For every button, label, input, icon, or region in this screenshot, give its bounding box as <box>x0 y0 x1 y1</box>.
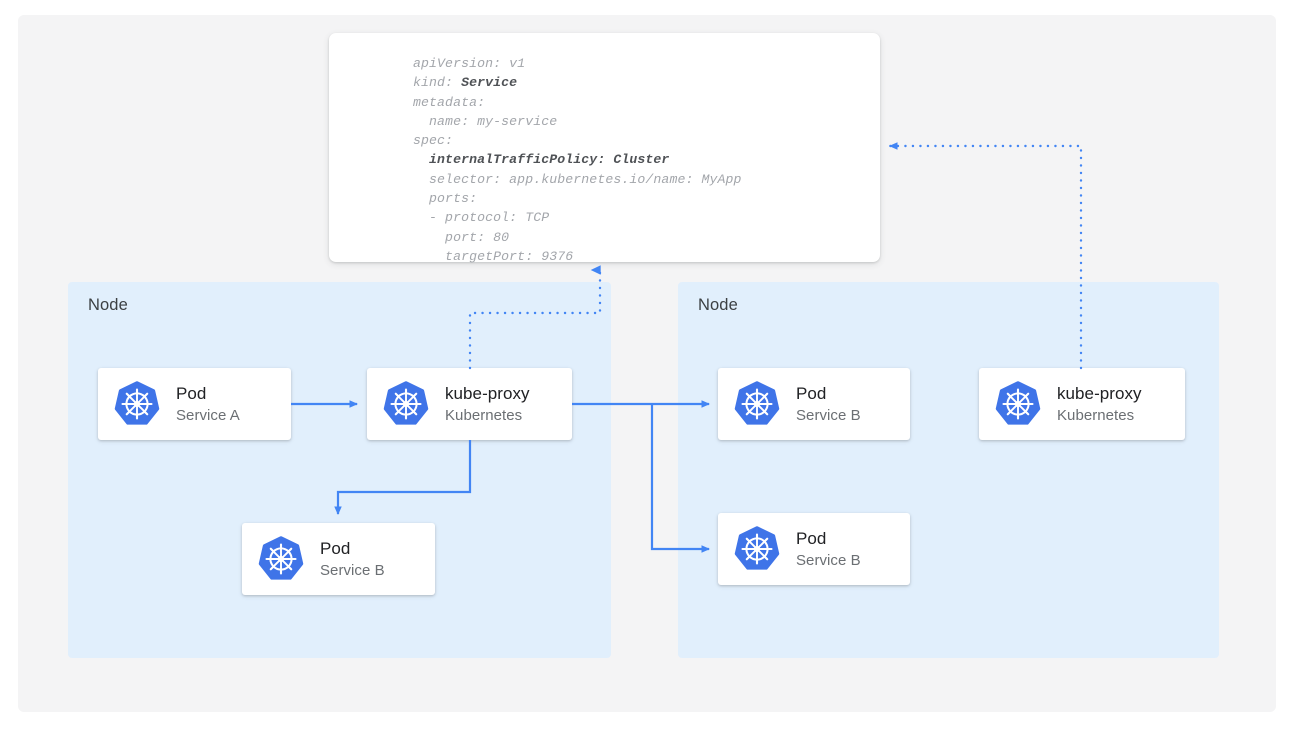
kubernetes-icon <box>995 381 1041 427</box>
card-subtitle: Service B <box>796 406 861 424</box>
card-kube-proxy-right[interactable]: kube-proxy Kubernetes <box>979 368 1185 440</box>
card-pod-service-a[interactable]: Pod Service A <box>98 368 291 440</box>
card-subtitle: Service B <box>320 561 385 579</box>
node-panel-left: Node <box>68 282 611 658</box>
card-pod-service-b-remote-2[interactable]: Pod Service B <box>718 513 910 585</box>
kubernetes-icon <box>734 381 780 427</box>
service-manifest-card: apiVersion: v1 kind: Service metadata: n… <box>329 33 880 264</box>
node-label-left: Node <box>88 296 128 314</box>
kubernetes-icon <box>114 381 160 427</box>
node-label-right: Node <box>698 296 738 314</box>
card-title: Pod <box>796 383 827 403</box>
card-title: Pod <box>176 383 207 403</box>
kubernetes-icon <box>383 381 429 427</box>
card-kube-proxy-left[interactable]: kube-proxy Kubernetes <box>367 368 572 440</box>
card-title: Pod <box>320 538 351 558</box>
card-title: kube-proxy <box>1057 383 1142 403</box>
card-pod-service-b-local[interactable]: Pod Service B <box>242 523 435 595</box>
card-subtitle: Service A <box>176 406 240 424</box>
card-pod-service-b-remote-1[interactable]: Pod Service B <box>718 368 910 440</box>
kubernetes-icon <box>258 536 304 582</box>
card-subtitle: Service B <box>796 551 861 569</box>
card-subtitle: Kubernetes <box>1057 406 1135 424</box>
card-subtitle: Kubernetes <box>445 406 523 424</box>
kubernetes-icon <box>734 526 780 572</box>
node-panel-right: Node <box>678 282 1219 658</box>
card-title: kube-proxy <box>445 383 530 403</box>
card-title: Pod <box>796 528 827 548</box>
service-manifest-code: apiVersion: v1 kind: Service metadata: n… <box>413 56 742 264</box>
